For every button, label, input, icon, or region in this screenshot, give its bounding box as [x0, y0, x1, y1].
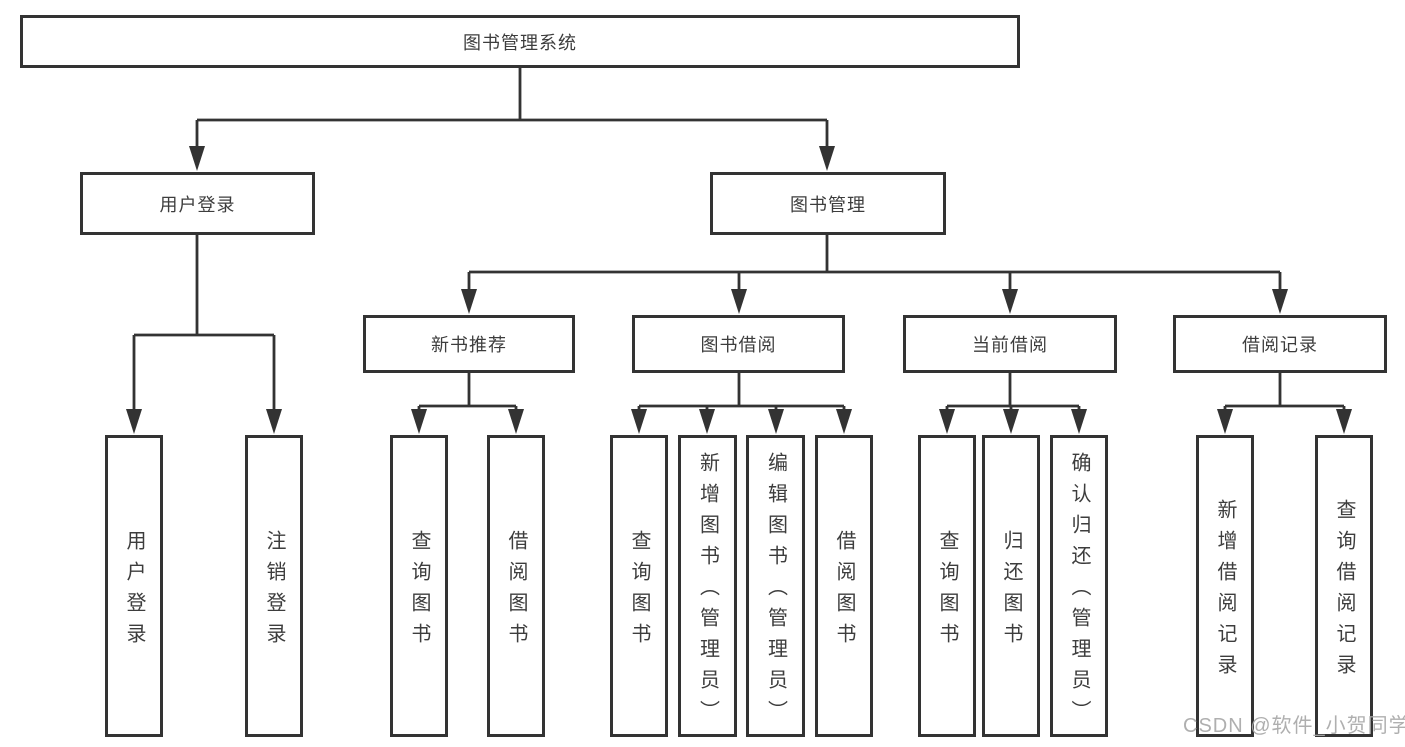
leaf-records-add-record-label: 新增借阅记录	[1214, 498, 1236, 685]
node-book-management: 图书管理	[710, 172, 946, 235]
leaf-newbook-query-books: 查询图书	[390, 435, 448, 737]
leaf-logout: 注销登录	[245, 435, 303, 737]
leaf-current-confirm-return-admin: 确认归还（管理员）	[1050, 435, 1108, 737]
node-book-borrow: 图书借阅	[632, 315, 845, 373]
leaf-borrow-borrow-books-label: 借阅图书	[833, 529, 855, 654]
leaf-newbook-borrow-books: 借阅图书	[487, 435, 545, 737]
leaf-user-login: 用户登录	[105, 435, 163, 737]
node-new-book-recommend: 新书推荐	[363, 315, 575, 373]
leaf-current-query-books-label: 查询图书	[936, 529, 958, 654]
node-current-borrow: 当前借阅	[903, 315, 1117, 373]
node-user-login: 用户登录	[80, 172, 315, 235]
leaf-user-login-label: 用户登录	[123, 529, 145, 654]
leaf-borrow-query-books: 查询图书	[610, 435, 668, 737]
node-borrow-records: 借阅记录	[1173, 315, 1387, 373]
leaf-records-query-record-label: 查询借阅记录	[1333, 498, 1355, 685]
csdn-watermark: CSDN @软件_小贺同学	[1183, 715, 1405, 737]
leaf-newbook-query-books-label: 查询图书	[408, 529, 430, 654]
leaf-borrow-add-books-admin-label: 新增图书（管理员）	[696, 452, 719, 731]
leaf-borrow-query-books-label: 查询图书	[628, 529, 650, 654]
leaf-borrow-add-books-admin: 新增图书（管理员）	[678, 435, 737, 737]
leaf-borrow-borrow-books: 借阅图书	[815, 435, 873, 737]
leaf-current-return-books-label: 归还图书	[1000, 529, 1022, 654]
leaf-borrow-edit-books-admin: 编辑图书（管理员）	[746, 435, 805, 737]
leaf-current-return-books: 归还图书	[982, 435, 1040, 737]
leaf-records-query-record: 查询借阅记录	[1315, 435, 1373, 737]
leaf-logout-label: 注销登录	[263, 529, 285, 654]
node-root-system: 图书管理系统	[20, 15, 1020, 68]
leaf-borrow-edit-books-admin-label: 编辑图书（管理员）	[764, 452, 787, 731]
leaf-newbook-borrow-books-label: 借阅图书	[505, 529, 527, 654]
leaf-current-query-books: 查询图书	[918, 435, 976, 737]
leaf-records-add-record: 新增借阅记录	[1196, 435, 1254, 737]
leaf-current-confirm-return-admin-label: 确认归还（管理员）	[1068, 452, 1090, 731]
